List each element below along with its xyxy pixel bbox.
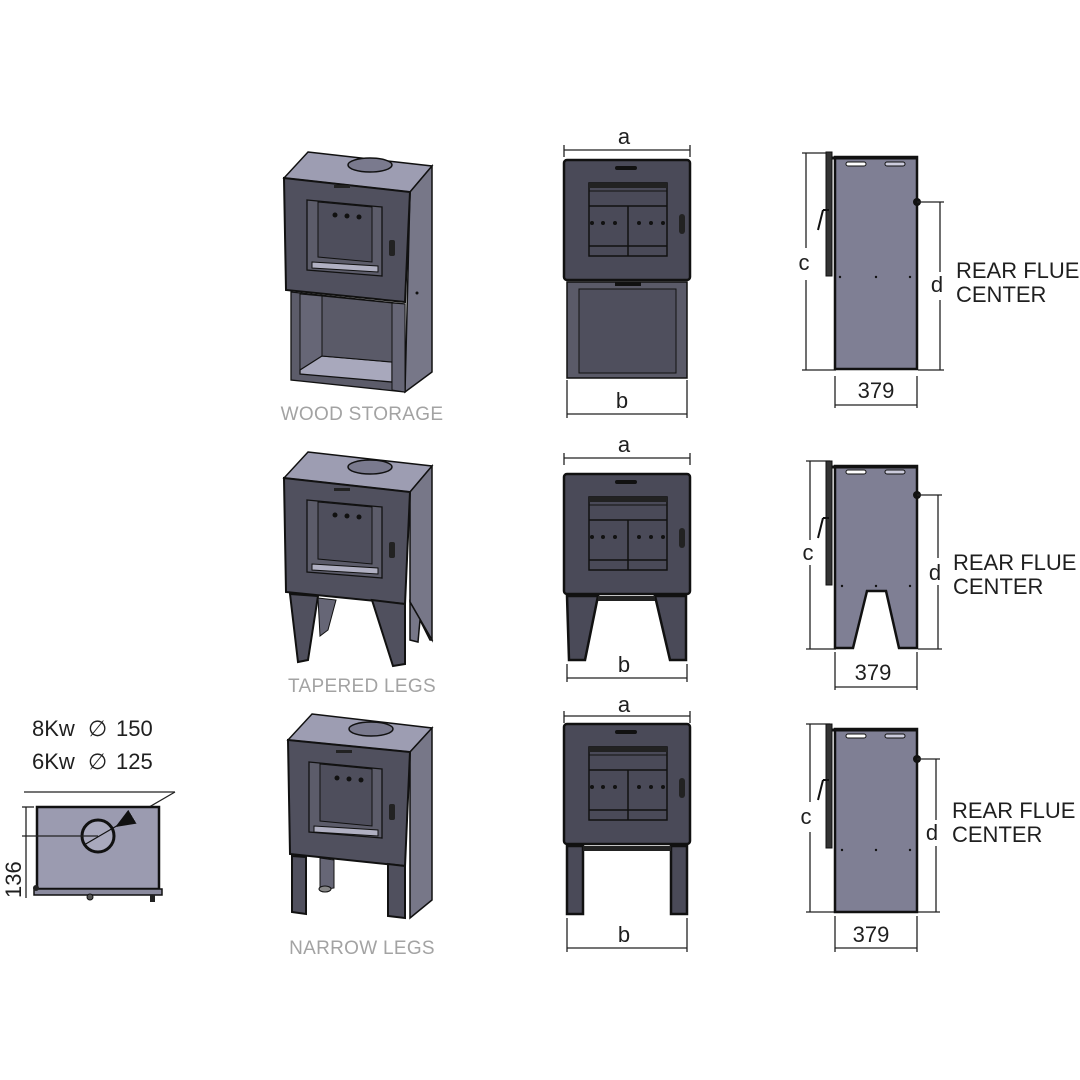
rear-flue-label-2-narrow-legs: CENTER: [952, 822, 1042, 847]
dim-c-narrow-legs: c: [801, 804, 812, 829]
front-view-narrow-legs: [562, 711, 692, 952]
dim-b-narrow-legs: b: [618, 922, 630, 947]
rear-flue-label-1-wood-storage: REAR FLUE: [956, 258, 1079, 283]
dim-a-narrow-legs: a: [618, 692, 631, 717]
front-view-wood-storage: [562, 145, 692, 418]
dim-b-tapered-legs: b: [618, 652, 630, 677]
dim-d-tapered-legs: d: [929, 560, 941, 585]
dim-d-wood-storage: d: [931, 272, 943, 297]
dim-c-wood-storage: c: [799, 250, 810, 275]
side-view-wood-storage: [802, 151, 944, 408]
side-view-tapered-legs: [806, 460, 942, 690]
rear-flue-label-2-wood-storage: CENTER: [956, 282, 1046, 307]
front-view-tapered-legs: [562, 453, 692, 682]
dim-136: 136: [1, 861, 26, 898]
rear-flue-label-1-narrow-legs: REAR FLUE: [952, 798, 1075, 823]
diameter-150: 150: [116, 716, 153, 741]
dim-depth-narrow-legs: 379: [853, 922, 890, 947]
diameter-symbol-150: ∅: [88, 716, 107, 741]
rear-flue-label-2-tapered-legs: CENTER: [953, 574, 1043, 599]
dim-depth-wood-storage: 379: [858, 378, 895, 403]
power-6kw: 6Kw: [32, 749, 75, 774]
caption-narrow-legs: NARROW LEGS: [289, 938, 435, 959]
dim-b-wood-storage: b: [616, 388, 628, 413]
diameter-symbol-125: ∅: [88, 749, 107, 774]
iso-view-tapered-legs: [282, 451, 434, 668]
rear-flue-label-1-tapered-legs: REAR FLUE: [953, 550, 1076, 575]
caption-wood-storage: WOOD STORAGE: [281, 404, 444, 425]
dim-c-tapered-legs: c: [803, 540, 814, 565]
side-view-narrow-legs: [806, 723, 940, 952]
rear-view-flue: [22, 791, 176, 902]
dim-d-narrow-legs: d: [926, 820, 938, 845]
iso-view-narrow-legs: [286, 713, 434, 920]
dim-depth-tapered-legs: 379: [855, 660, 892, 685]
caption-tapered-legs: TAPERED LEGS: [288, 676, 436, 697]
dim-a-wood-storage: a: [618, 124, 631, 149]
dim-a-tapered-legs: a: [618, 432, 631, 457]
power-8kw: 8Kw: [32, 716, 75, 741]
iso-view-wood-storage: [282, 151, 434, 394]
diameter-125: 125: [116, 749, 153, 774]
